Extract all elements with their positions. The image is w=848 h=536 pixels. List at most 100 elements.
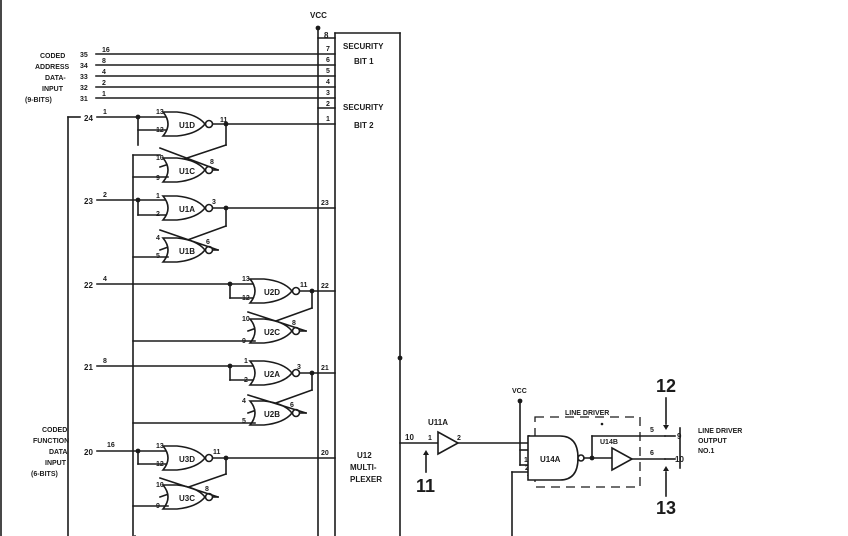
ld-pin-6: 6 [650, 450, 654, 457]
row5-bit: 16 [107, 442, 115, 449]
row3-bit: 4 [103, 276, 107, 283]
ld-vcc: VCC [512, 388, 527, 395]
u1d-label: U1D [179, 121, 195, 130]
security-bit1-line1: SECURITY [343, 42, 384, 51]
u3c-pin-out: 8 [205, 486, 209, 493]
addr-pin-31: 31 [80, 96, 88, 103]
u11a-pin-out: 2 [457, 435, 461, 442]
u11a-pin-in: 1 [428, 435, 432, 442]
u1d-pin-a: 13 [156, 109, 164, 116]
u2b-pin-b: 5 [242, 418, 246, 425]
gate-u2c: U2C 10 9 8 [132, 310, 308, 345]
mux-name: U12 [357, 451, 372, 460]
addr-bit-2: 2 [102, 80, 106, 87]
u1a-label: U1A [179, 205, 195, 214]
u1d-pin-b: 12 [156, 127, 164, 134]
addr-pin-33: 33 [80, 74, 88, 81]
u1c-label: U1C [179, 167, 195, 176]
addr-bit-4: 4 [102, 69, 106, 76]
row1-bit: 1 [103, 109, 107, 116]
callout-12-label: 12 [656, 376, 676, 396]
mux-name-2: MULTI- [350, 463, 377, 472]
vcc-top: VCC [310, 11, 336, 536]
addr-pin-32: 32 [80, 85, 88, 92]
output-label-3: NO.1 [698, 448, 714, 455]
u1a-pin-a: 1 [156, 193, 160, 200]
u2d-pin-a: 13 [242, 276, 250, 283]
mux-name-3: PLEXER [350, 475, 382, 484]
func-label-2: FUNCTION [33, 438, 69, 445]
gate-u1c: U1C 10 9 8 [132, 146, 220, 183]
row2-bit: 2 [103, 192, 107, 199]
func-label-4: INPUT [45, 460, 67, 467]
u1b-label: U1B [179, 247, 195, 256]
mux-out-pin: 10 [405, 433, 414, 442]
u2a-pin-b: 2 [244, 377, 248, 384]
addr-label-2: ADDRESS [35, 64, 70, 71]
row-pin21: 21 8 [84, 358, 256, 381]
addr-label-4: INPUT [42, 86, 64, 93]
row-pin22: 22 4 [84, 276, 256, 299]
row-pin24: 24 1 [84, 109, 169, 146]
u1b-pin-out: 6 [206, 239, 210, 246]
u2d-pin-out: 11 [300, 282, 308, 289]
gate-u1b: U1B 4 5 6 [132, 228, 220, 263]
mux-pin-6: 6 [326, 57, 330, 64]
u11a-label: U11A [428, 418, 448, 427]
addr-bit-8: 8 [102, 58, 106, 65]
row-pin23: 23 2 [84, 192, 169, 216]
function-input-group: CODED FUNCTION DATA INPUT (6-BITS) 20 16 [31, 427, 169, 478]
callout-13-label: 13 [656, 498, 676, 518]
u2b-pin-out: 6 [290, 402, 294, 409]
addr-label-5: (9-BITS) [25, 97, 52, 104]
u1d-pin-out: 11 [220, 117, 228, 124]
u3c-pin-a: 10 [156, 482, 164, 489]
mux-pin-22: 22 [321, 283, 329, 290]
u1a-pin-b: 2 [156, 211, 160, 218]
u12-multiplexer: SECURITY BIT 1 SECURITY BIT 2 U12 MULTI-… [324, 31, 403, 536]
u11a-buffer: 10 U11A 1 2 [399, 418, 529, 456]
u2a-pin-a: 1 [244, 358, 248, 365]
u2a-label: U2A [264, 370, 280, 379]
gate-u2b: U2B 4 5 6 [132, 393, 308, 426]
mux-pin-8: 8 [324, 31, 329, 40]
callout-11: 11 [416, 450, 435, 496]
addr-pin-34: 34 [80, 63, 88, 70]
mux-pin-2: 2 [326, 101, 330, 108]
addr-bit-16: 16 [102, 47, 110, 54]
callout-12: 12 [656, 376, 676, 430]
ld-pin-2: 2 [525, 465, 529, 472]
u2c-pin-a: 10 [242, 316, 250, 323]
u1a-pin-out: 3 [212, 199, 216, 206]
addr-pin-35: 35 [80, 52, 88, 59]
u1b-pin-a: 4 [156, 235, 160, 242]
addr-label-1: CODED [40, 53, 65, 60]
mux-pin-21: 21 [321, 365, 329, 372]
security-bit1-line2: BIT 1 [354, 57, 374, 66]
u14a-label: U14A [540, 455, 561, 464]
u3c-label: U3C [179, 494, 195, 503]
u3d-pin-a: 13 [156, 443, 164, 450]
gate-u3c: U3C 10 9 8 [132, 476, 220, 510]
u1c-pin-a: 10 [156, 155, 164, 162]
u2d-label: U2D [264, 288, 280, 297]
u2c-pin-out: 8 [292, 320, 296, 327]
output-label-2: OUTPUT [698, 438, 728, 445]
func-label-3: DATA [49, 449, 67, 456]
out-pin-10: 10 [675, 455, 684, 464]
vcc-label: VCC [310, 11, 327, 20]
func-label-1: CODED [42, 427, 67, 434]
row4-in-pin: 21 [84, 363, 93, 372]
addr-bit-1: 1 [102, 91, 106, 98]
mux-pin-20: 20 [321, 450, 329, 457]
row5-in-pin: 20 [84, 448, 93, 457]
gate-u14a: U14A [527, 435, 613, 481]
callout-13: 13 [656, 466, 676, 518]
mux-pin-23: 23 [321, 200, 329, 207]
row4-bit: 8 [103, 358, 107, 365]
u1c-pin-out: 8 [210, 159, 214, 166]
mux-pin-4: 4 [326, 79, 330, 86]
u2a-pin-out: 3 [297, 364, 301, 371]
u2b-label: U2B [264, 410, 280, 419]
